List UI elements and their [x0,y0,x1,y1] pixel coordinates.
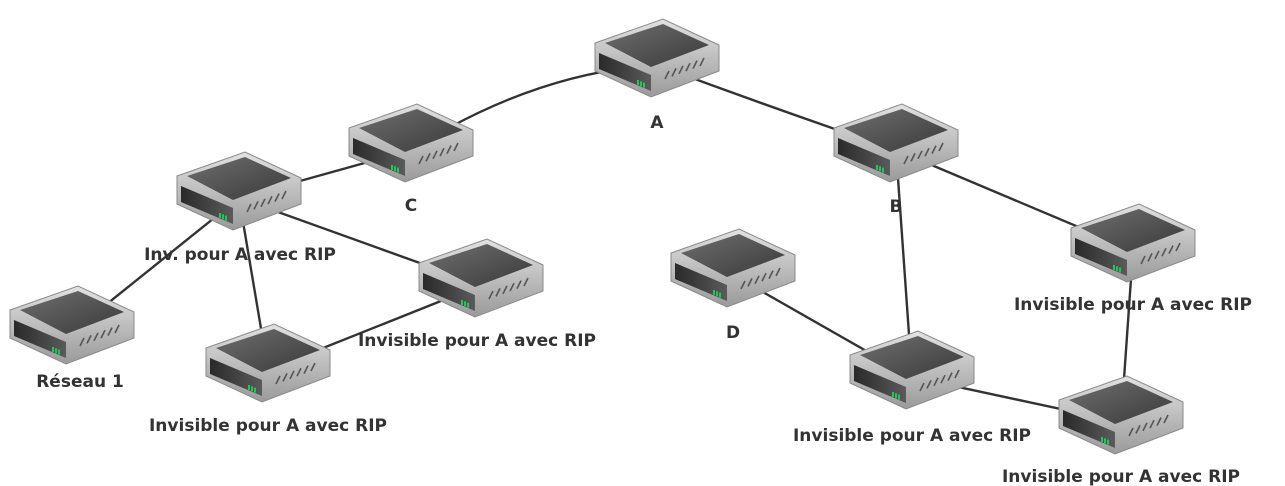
router-l: Inv. pour A avec RIP [144,151,336,265]
router-d: D [670,228,796,343]
router-label: Invisible pour A avec RIP [149,416,387,436]
router-label: Invisible pour A avec RIP [1002,467,1240,486]
router-label: D [726,323,740,343]
router-icon [833,103,959,183]
router-icon [205,323,331,403]
router-bm: Invisible pour A avec RIP [793,330,1031,446]
router-rr: Invisible pour A avec RIP [1014,203,1252,315]
router-icon [176,151,302,231]
router-c: C [348,103,474,216]
router-label: B [890,197,903,217]
router-icon [348,103,474,183]
router-label: Inv. pour A avec RIP [144,245,336,265]
nodes: A B C D Inv. pour A avec RIP Réseau 1 Invisibl… [9,18,1252,486]
router-r1: Réseau 1 [9,285,135,392]
router-icon [9,285,135,365]
router-icon [1070,203,1196,283]
router-label: A [650,113,664,133]
router-icon [670,228,796,308]
router-icon [594,18,720,98]
router-label: C [405,196,417,216]
router-lr: Invisible pour A avec RIP [358,238,596,351]
router-b: B [833,103,959,217]
router-icon [418,238,544,318]
router-icon [849,330,975,410]
router-icon [1058,375,1184,455]
router-br: Invisible pour A avec RIP [1002,375,1240,486]
router-lb: Invisible pour A avec RIP [149,323,387,436]
router-label: Invisible pour A avec RIP [1014,295,1252,315]
router-label: Invisible pour A avec RIP [793,426,1031,446]
router-label: Invisible pour A avec RIP [358,331,596,351]
router-label: Réseau 1 [36,372,124,392]
router-a: A [594,18,720,133]
